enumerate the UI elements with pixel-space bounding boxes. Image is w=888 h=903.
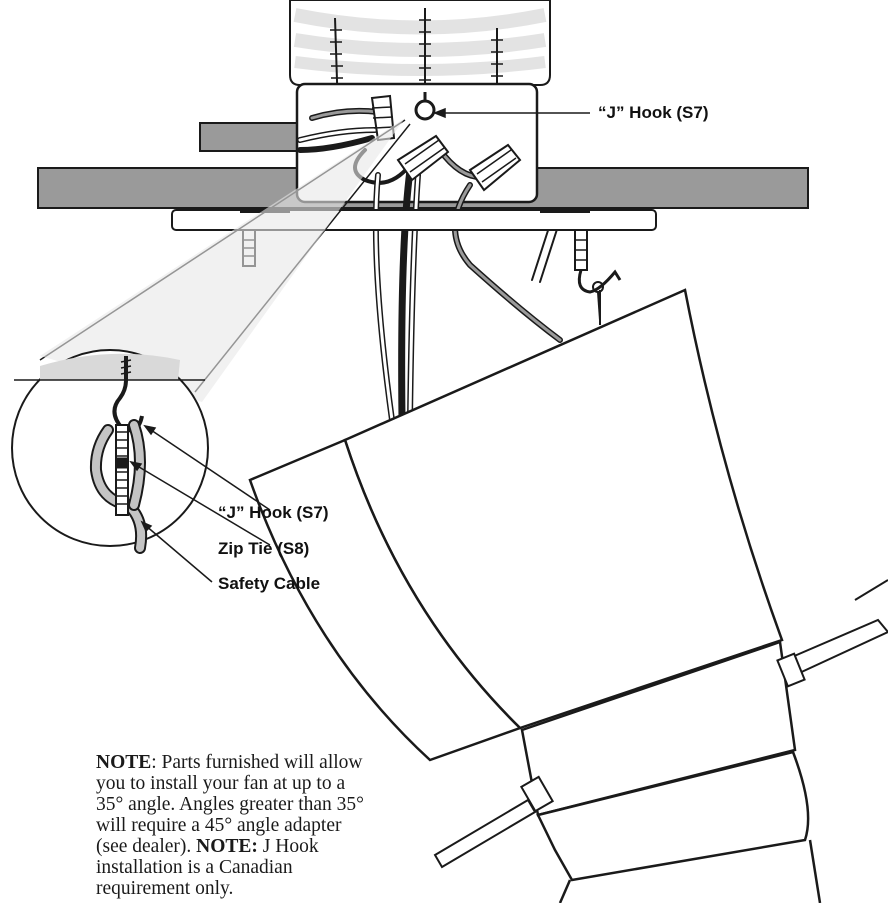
- zip-tie-label: Zip Tie (S8): [218, 539, 310, 558]
- callout-pointers: [129, 107, 590, 583]
- installation-note: NOTE: Parts furnished will allow you to …: [96, 752, 376, 899]
- note-text-2: J Hook installation is a Canadian requir…: [96, 836, 319, 899]
- note-text-1: : Parts furnished will allow you to inst…: [96, 752, 364, 857]
- safety-cable-label: Safety Cable: [218, 574, 321, 593]
- j-hook-label-top: “J” Hook (S7): [598, 103, 709, 122]
- blade-arms: [433, 579, 888, 869]
- fan-housing-top: [289, 0, 551, 86]
- magnifier-lines: [39, 118, 411, 402]
- detail-circle: [11, 349, 209, 547]
- j-hook-top: [414, 92, 436, 121]
- fan-canopy: [248, 288, 822, 903]
- wires: [297, 107, 563, 424]
- j-hook-label-detail: “J” Hook (S7): [218, 503, 329, 522]
- detail-safety-cable: [89, 419, 148, 554]
- detail-zip-tie: [115, 424, 129, 516]
- note-label-1: NOTE: [96, 752, 152, 773]
- note-label-2: NOTE:: [196, 836, 258, 857]
- mounting-screws: [330, 8, 503, 113]
